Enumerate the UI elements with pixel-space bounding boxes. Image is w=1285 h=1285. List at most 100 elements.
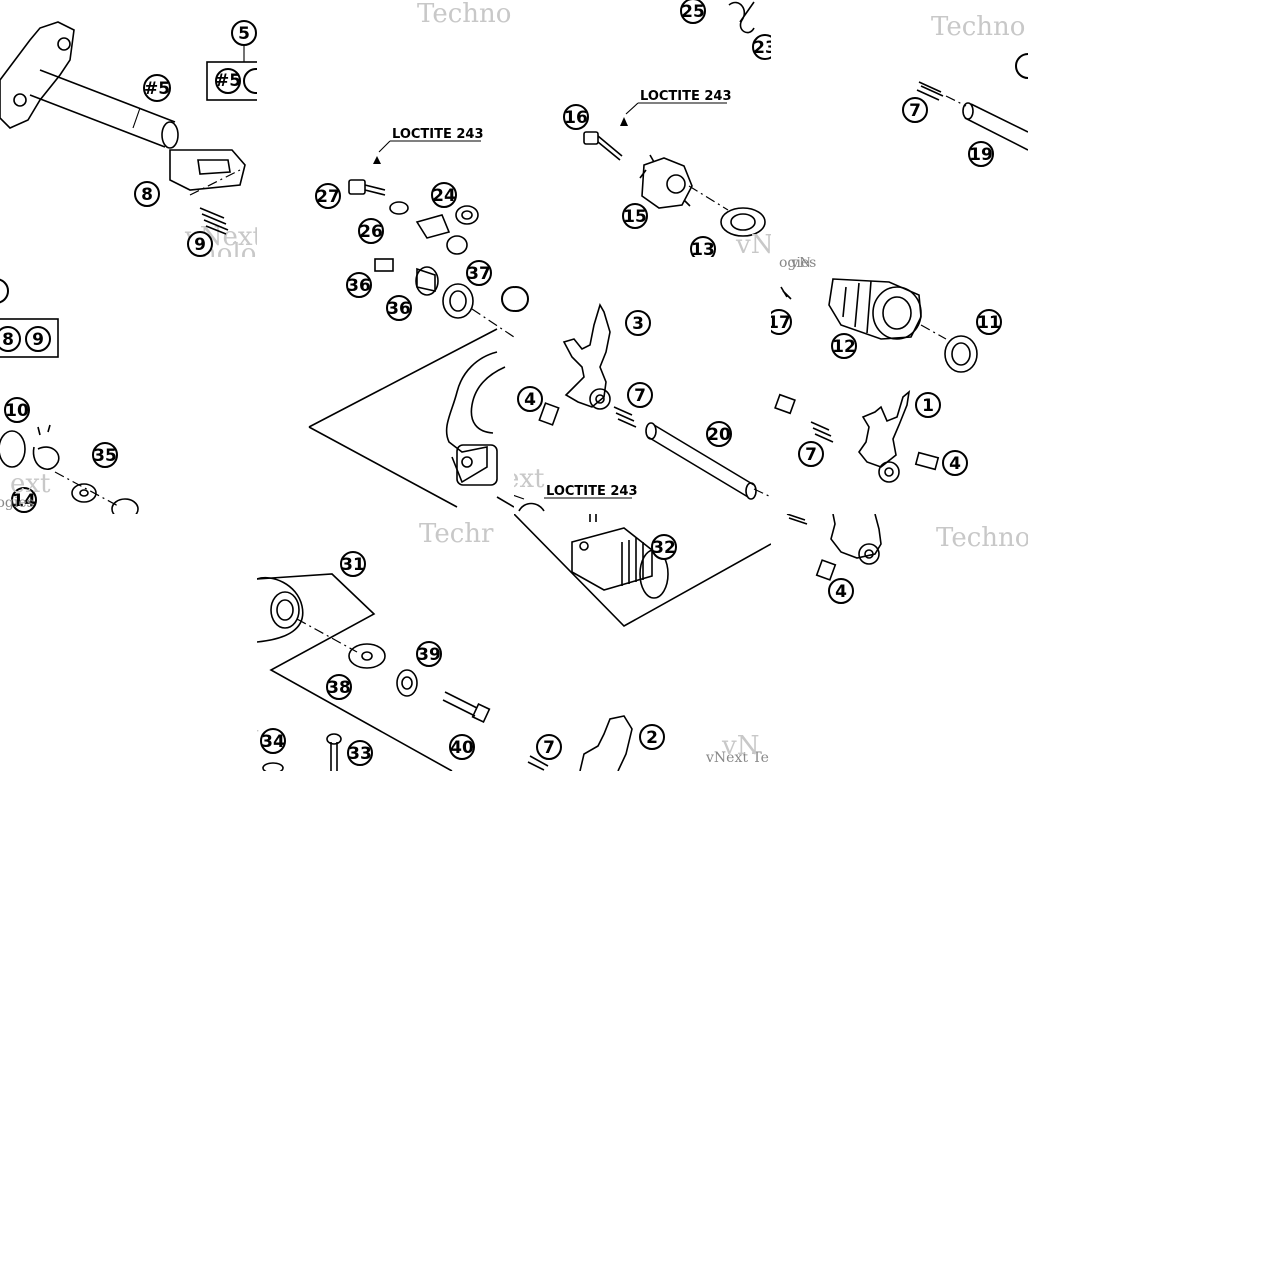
svg-text:5: 5 [238,24,250,44]
svg-text:19: 19 [969,145,993,165]
svg-text:16: 16 [564,108,588,128]
callout-3: 3 [625,310,651,336]
svg-text:10: 10 [5,401,29,421]
svg-text:20: 20 [707,425,731,445]
svg-text:4: 4 [949,454,961,474]
watermark-text: Techno [931,12,1025,42]
note-loctite: LOCTITE 243 [620,89,732,126]
watermark-text: vN [257,726,259,756]
callout-27: 27 [315,183,341,209]
note-loctite: LOCTITE 243 [544,484,638,499]
callout-26: 26 [358,218,384,244]
callout-8: 8 [134,181,160,207]
svg-text:24: 24 [432,186,456,206]
watermark-text: nologies [200,239,257,257]
svg-text:LOCTITE 243: LOCTITE 243 [640,89,732,104]
svg-text:38: 38 [327,678,351,698]
callout-2: 2 [639,724,665,750]
svg-text:34: 34 [261,732,285,752]
tile-shift-pedal: 36 36 37 [257,257,514,514]
callout-9: 9 [25,326,51,352]
callout-19: 19 [968,141,994,167]
callout-20: 20 [706,421,732,447]
callout-32: 32 [651,534,677,560]
watermark-text: Techno [936,523,1028,553]
watermark-text: vN [790,257,811,271]
callout-35: 35 [92,442,118,468]
svg-text:9: 9 [32,330,44,350]
svg-text:8: 8 [141,185,153,205]
callout-16: 16 [563,104,589,130]
svg-text:LOCTITE 243: LOCTITE 243 [392,127,484,142]
watermark-text: Techr [419,519,494,549]
callout-25: 25 [680,0,706,24]
svg-text:23: 23 [753,38,771,58]
callout-10: 10 [4,397,30,423]
svg-text:1: 1 [922,396,934,416]
svg-text:7: 7 [805,445,817,465]
tile-shift-shaft: vNext Tec nologies #5 8 [0,0,257,257]
svg-text:8: 8 [2,330,14,350]
watermark-text: vNext Te [705,750,769,766]
watermark-text: Techno [417,0,511,29]
callout-33: 33 [347,740,373,766]
tile-shift-drum-cam: 25 23 LOCTITE 243 16 [514,0,771,257]
svg-text:12: 12 [832,337,856,357]
tile-shift-fork-3: ext LOCTITE 243 3 4 7 [514,257,771,514]
callout-4: 4 [517,386,543,412]
callout-ref-5: #5 [143,74,171,102]
svg-text:17: 17 [771,313,791,333]
watermark-text: logies [0,495,34,511]
callout-11: 11 [976,309,1002,335]
svg-text:#5: #5 [215,71,241,91]
callout-13: 13 [690,236,716,257]
watermark-text: ogies [779,257,816,271]
callout-36: 36 [346,272,372,298]
svg-text:2: 2 [646,728,658,748]
callout-39: 39 [416,641,442,667]
callout-36b: 36 [386,295,412,321]
callout-38: 38 [326,674,352,700]
callout-34: 34 [260,728,286,754]
svg-text:13: 13 [691,240,715,257]
svg-text:35: 35 [93,446,117,466]
callout-14: 14 [11,487,37,513]
svg-text:15: 15 [623,207,647,227]
callout-8: 8 [0,326,21,352]
svg-text:LOCTITE 243: LOCTITE 243 [546,484,638,499]
callout-1: 1 [915,392,941,418]
svg-text:39: 39 [417,645,441,665]
svg-text:4: 4 [835,582,847,602]
callout-17: 17 [771,309,792,335]
watermark-text: vNext [735,230,771,257]
callout-5: 5 [231,20,257,46]
callout-4: 4 [942,450,968,476]
svg-text:11: 11 [977,313,1001,333]
callout-7: 7 [798,441,824,467]
callout-9: 9 [187,231,213,257]
svg-text:#5: #5 [144,79,170,99]
callout-ref-5-box: #5 [215,68,241,94]
svg-text:37: 37 [467,264,491,284]
callout-31: 31 [340,551,366,577]
callout-24: 24 [431,182,457,208]
svg-text:7: 7 [909,101,921,121]
svg-text:3: 3 [632,314,644,334]
svg-text:36: 36 [347,276,371,296]
callout-37: 37 [466,260,492,286]
svg-text:32: 32 [652,538,676,558]
svg-text:4: 4 [524,390,536,410]
tile-circlip-bush: 8 9 10 14 35 l [0,257,257,514]
callout-7: 7 [627,382,653,408]
svg-text:14: 14 [12,491,36,511]
watermark-text: ext [514,464,545,494]
svg-text:31: 31 [341,555,365,575]
callout-23: 23 [752,34,771,60]
svg-text:40: 40 [450,738,474,758]
tile-shift-drum: ogies 17 12 11 [771,257,1028,514]
svg-text:26: 26 [359,222,383,242]
callout-7: 7 [902,97,928,123]
tile-fork-end: Techno 4 [771,514,1028,771]
callout-7: 7 [536,734,562,760]
